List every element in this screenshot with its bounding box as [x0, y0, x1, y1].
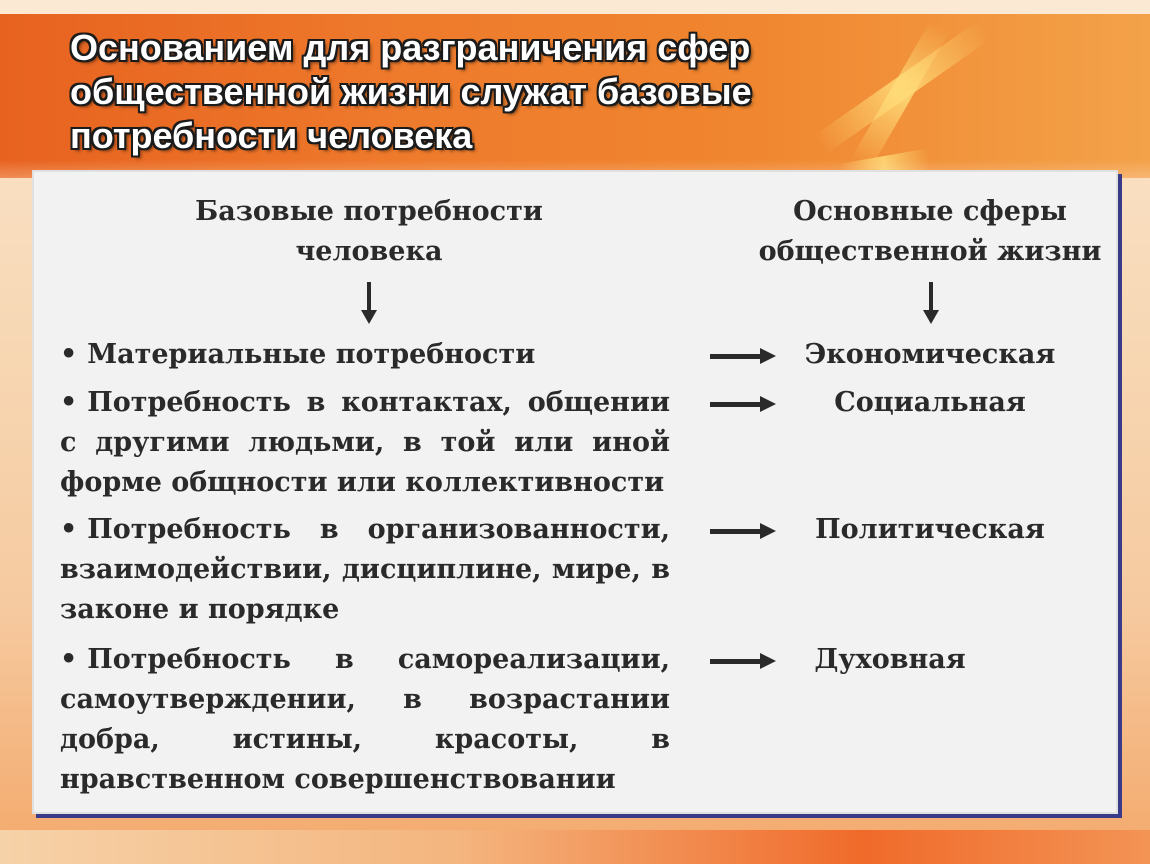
right-arrow-icon — [710, 653, 776, 669]
need-text: Потребность в контактах, общении с други… — [60, 387, 670, 498]
sphere-social: Социальная — [834, 387, 1026, 418]
need-text: Потребность в организованности, взаимоде… — [60, 514, 670, 625]
need-row-material: • Материальные потребности — [60, 335, 670, 375]
need-row-self-realization: •Потребность в самореализации, самоутвер… — [60, 640, 670, 800]
right-column-header: Основные сферы общественной жизни — [740, 192, 1120, 272]
need-text: Потребность в самореализации, самоутверж… — [60, 644, 670, 795]
bullet-icon: • — [60, 339, 78, 370]
need-row-contacts: •Потребность в контактах, общении с друг… — [60, 383, 670, 503]
need-row-organization: •Потребность в организованности, взаимод… — [60, 510, 670, 630]
left-header-line2: человека — [295, 236, 443, 267]
down-arrow-icon — [361, 282, 377, 324]
right-header-line1: Основные сферы — [793, 196, 1067, 227]
right-header-line2: общественной жизни — [758, 236, 1102, 267]
need-text: Материальные потребности — [87, 339, 536, 370]
left-column-header: Базовые потребности человека — [154, 192, 584, 272]
left-header-line1: Базовые потребности — [195, 196, 543, 227]
right-arrow-icon — [710, 523, 776, 539]
down-arrow-icon — [923, 282, 939, 324]
sphere-spiritual: Духовная — [814, 644, 966, 675]
bullet-icon: • — [60, 387, 78, 418]
sphere-political: Политическая — [815, 514, 1045, 545]
title-banner — [0, 0, 1150, 186]
bullet-icon: • — [60, 514, 78, 545]
bullet-icon: • — [60, 644, 78, 675]
right-arrow-icon — [710, 396, 776, 412]
content-panel: Базовые потребности человека Основные сф… — [32, 170, 1118, 814]
page-title: Основанием для разграничения сфер общест… — [70, 27, 752, 156]
right-arrow-icon — [710, 348, 776, 364]
bottom-decoration — [0, 830, 1150, 864]
sphere-economic: Экономическая — [804, 339, 1056, 370]
